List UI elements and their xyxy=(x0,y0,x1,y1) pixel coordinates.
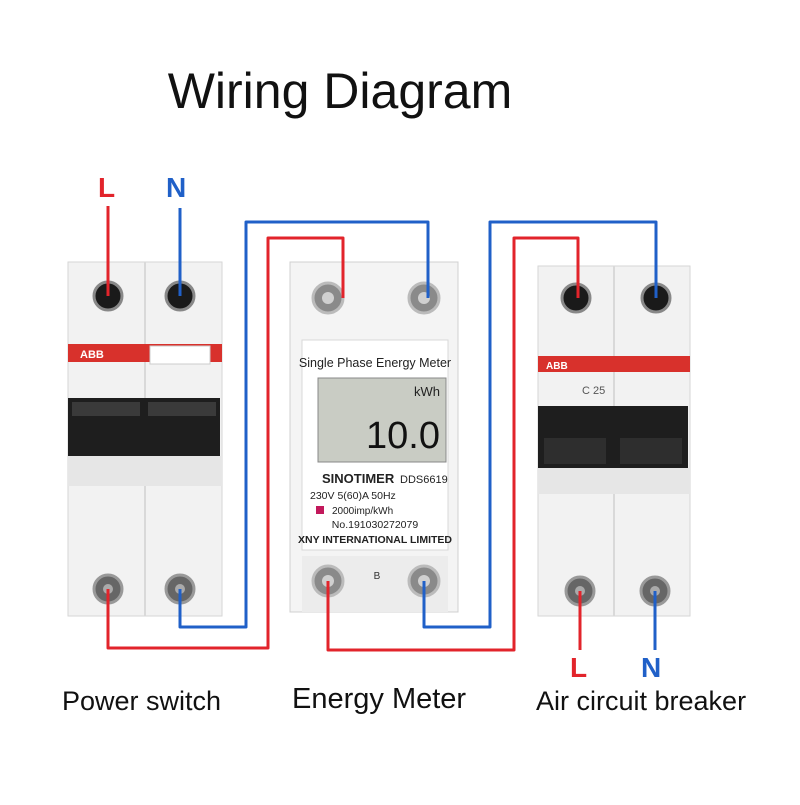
energy-meter-rating: 230V 5(60)A 50Hz xyxy=(310,490,396,502)
air-circuit-breaker-model-code: C 25 xyxy=(582,385,605,397)
energy-meter-reading: 10.0 xyxy=(366,415,440,457)
energy-meter-serial: No.191030272079 xyxy=(332,519,419,531)
screw-icon xyxy=(322,292,334,304)
energy-meter-caption: Energy Meter xyxy=(292,683,467,715)
air-circuit-breaker-lower-step xyxy=(538,468,690,494)
supply-live-label: L xyxy=(98,172,116,203)
power-switch-device: ABB xyxy=(67,261,223,617)
air-circuit-breaker-toggle-lever-right xyxy=(620,438,682,464)
wires xyxy=(106,206,658,652)
air-circuit-breaker-toggle-lever-left xyxy=(544,438,606,464)
wire-switch-to-meter-live xyxy=(106,236,345,650)
load-neutral-label: N xyxy=(641,652,662,683)
air-circuit-breaker-brand: ABB xyxy=(546,361,568,372)
energy-meter-header: Single Phase Energy Meter xyxy=(299,356,451,370)
power-switch-caption: Power switch xyxy=(62,686,222,716)
power-switch-toggle-ridge-right xyxy=(148,402,216,416)
power-switch-lower-step xyxy=(68,456,222,486)
power-switch-brand: ABB xyxy=(80,349,104,361)
wire-meter-to-breaker-live xyxy=(326,236,580,652)
energy-meter-terminal-mark: B xyxy=(374,571,381,582)
air-circuit-breaker-terminal-top-live xyxy=(560,282,592,314)
air-circuit-breaker-device: ABB C 25 xyxy=(537,265,691,617)
diagram-title: Wiring Diagram xyxy=(167,63,513,119)
energy-meter-model: DDS6619 xyxy=(400,474,448,486)
wire-switch-to-meter-neutral xyxy=(178,220,430,629)
energy-meter-device: Single Phase Energy Meter kWh 10.0 SINOT… xyxy=(289,261,459,613)
energy-meter-impulse: 2000imp/kWh xyxy=(332,506,393,517)
air-circuit-breaker-red-band xyxy=(538,356,690,372)
energy-meter-maker: XNY INTERNATIONAL LIMITED xyxy=(298,534,452,546)
wire-meter-to-breaker-neutral xyxy=(422,220,658,629)
air-circuit-breaker-caption: Air circuit breaker xyxy=(536,686,747,716)
energy-meter-lcd xyxy=(317,377,447,463)
supply-neutral-label: N xyxy=(166,172,187,203)
energy-meter-brand: SINOTIMER xyxy=(322,471,395,486)
power-switch-toggle-ridge-left xyxy=(72,402,140,416)
energy-meter-unit: kWh xyxy=(414,384,440,399)
load-live-label: L xyxy=(570,652,588,683)
pulse-led-icon xyxy=(316,506,324,514)
power-switch-label-window xyxy=(149,345,211,365)
